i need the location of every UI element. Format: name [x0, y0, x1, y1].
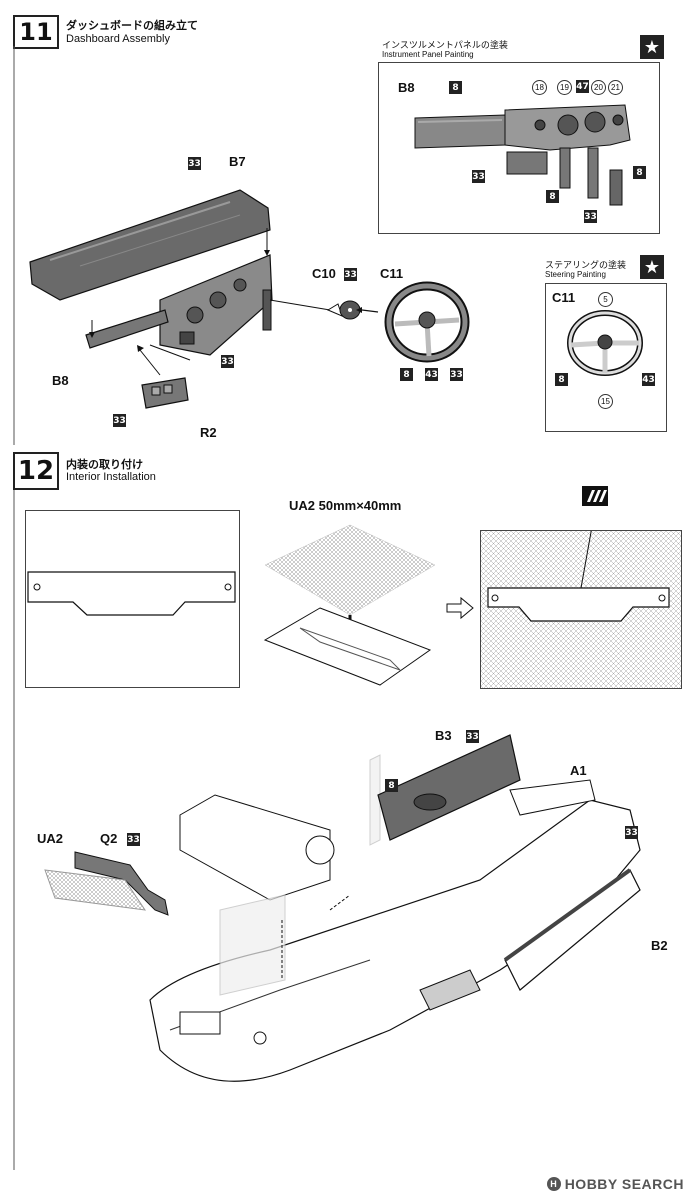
star-icon: ★	[640, 35, 664, 59]
hobby-search-brand-text: HOBBY SEARCH	[564, 1176, 684, 1192]
dashboard-assembly-illustration	[29, 189, 331, 409]
paint-code-b3-inner: 8	[385, 779, 398, 792]
ip-code-33-bottom: 33	[584, 210, 597, 223]
next-step-arrow-icon	[446, 596, 474, 620]
step-11-title-jp: ダッシュボードの組み立て	[66, 20, 198, 32]
paint-code-q2: 33	[127, 833, 140, 846]
st-code-5: 5	[598, 292, 613, 307]
hobby-search-logo-icon: H	[546, 1177, 561, 1191]
steering-title-jp: ステアリングの塗装	[545, 260, 627, 270]
interior-assembly-illustration	[44, 734, 641, 1082]
instrument-panel-title-jp: インスツルメントパネルの塗装	[382, 40, 508, 50]
brand-logo-icon	[582, 486, 608, 506]
part-label-b8: B8	[52, 373, 69, 388]
mesh-sheet-illustration	[263, 524, 436, 686]
paint-code-c10: 33	[344, 268, 357, 281]
steering-title-en: Steering Painting	[545, 270, 606, 279]
ip-code-33-left: 33	[472, 170, 485, 183]
instrument-panel-part-b8: B8	[398, 80, 415, 95]
step-12-number: 12	[13, 452, 59, 490]
steering-painting-illustration	[567, 310, 643, 376]
paint-code-r2: 33	[113, 414, 126, 427]
st-code-8: 8	[555, 373, 568, 386]
horn-button-c10	[326, 300, 379, 320]
paint-code-c11-c: 33	[450, 368, 463, 381]
paint-code-c11-a: 8	[400, 368, 413, 381]
instrument-panel-illustration	[414, 104, 631, 206]
step-12-title-en: Interior Installation	[66, 471, 156, 483]
st-code-43: 43	[642, 373, 655, 386]
ip-code-18: 18	[532, 80, 547, 95]
steering-wheel-c11	[384, 281, 470, 363]
part-label-b2: B2	[651, 938, 668, 953]
paint-code-b2: 33	[625, 826, 638, 839]
star-icon-steering: ★	[640, 255, 664, 279]
ip-code-8-bottom: 8	[546, 190, 559, 203]
steering-part-c11: C11	[552, 290, 576, 305]
part-label-c10: C10	[312, 266, 336, 281]
mesh-applied-box	[480, 530, 682, 689]
mesh-size-label: UA2 50mm×40mm	[289, 498, 402, 513]
part-label-a1: A1	[570, 763, 587, 778]
paint-code-dash: 33	[221, 355, 234, 368]
part-label-q2: Q2	[100, 831, 118, 846]
part-label-ua2: UA2	[37, 831, 64, 846]
hobby-search-watermark: H HOBBY SEARCH	[546, 1176, 684, 1192]
step-11-title-en: Dashboard Assembly	[66, 33, 170, 45]
paint-code-b7: 33	[188, 157, 201, 170]
ip-code-19: 19	[557, 80, 572, 95]
st-code-15: 15	[598, 394, 613, 409]
ip-code-20: 20	[591, 80, 606, 95]
paint-code-b3: 33	[466, 730, 479, 743]
paint-code-c11-b: 43	[425, 368, 438, 381]
ip-code-8-top: 8	[449, 81, 462, 94]
step-11-number: 11	[13, 15, 59, 49]
ip-code-21: 21	[608, 80, 623, 95]
ip-code-8-right: 8	[633, 166, 646, 179]
part-label-r2: R2	[200, 425, 217, 440]
part-label-b3: B3	[435, 728, 452, 743]
part-label-b7: B7	[229, 154, 246, 169]
instrument-panel-title-en: Instrument Panel Painting	[382, 50, 474, 59]
part-label-c11: C11	[380, 266, 404, 281]
mesh-template-shape	[27, 571, 236, 616]
step-12-title-jp: 内装の取り付け	[66, 459, 143, 471]
ip-code-47: 47	[576, 80, 589, 93]
